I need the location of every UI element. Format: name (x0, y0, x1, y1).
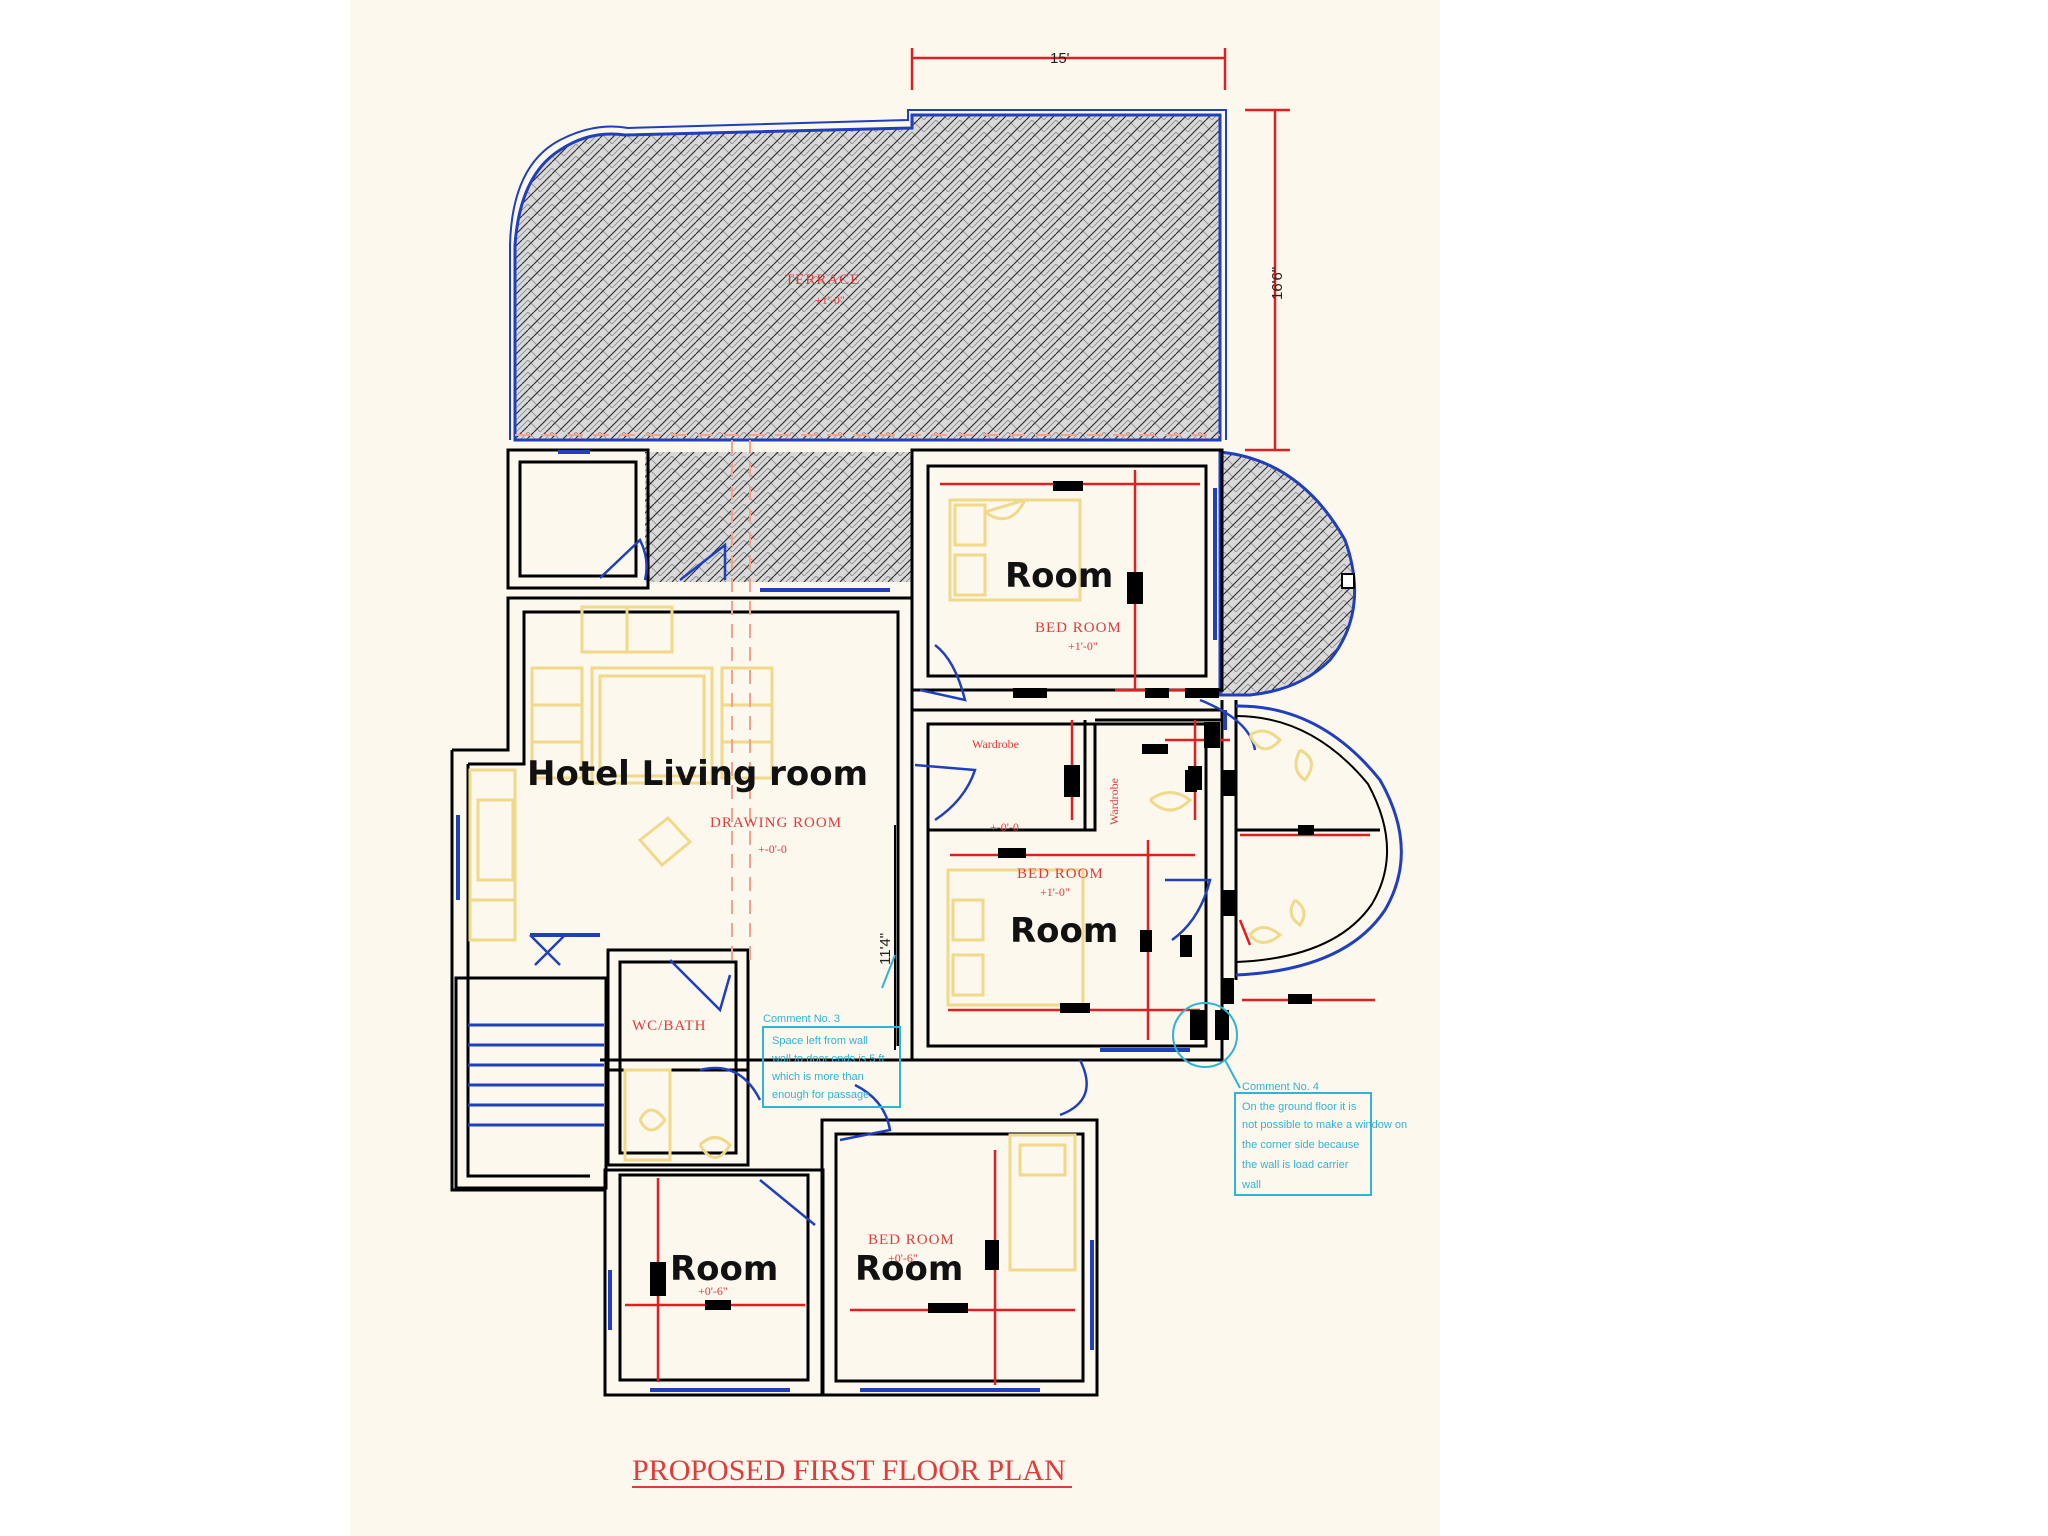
bath-curved-wall (1235, 704, 1403, 977)
living-room-label: Hotel Living room (527, 754, 868, 794)
comment-3-title: Comment No. 3 (763, 1013, 840, 1025)
comment-4-line: wall (1241, 1179, 1261, 1191)
comment-3-line: which is more than (771, 1071, 864, 1083)
drawing-room-name: DRAWING ROOM (710, 815, 842, 831)
bedroom-top-name: BED ROOM (1035, 620, 1122, 636)
wardrobe-label-b: Wardrobe (1107, 778, 1121, 825)
wardrobe-label-a: Wardrobe (972, 737, 1019, 751)
comment-3-line: enough for passage (772, 1089, 869, 1101)
door-swings (529, 537, 1257, 1226)
room-label-top: Room (1005, 556, 1113, 596)
bedroom-top-level: +1'-0" (1068, 639, 1098, 653)
room-label-mid: Room (1010, 911, 1118, 951)
column-markers (650, 481, 1314, 1313)
drawing-room-level: +-0'-0 (758, 842, 787, 856)
terrace-extension (645, 452, 913, 582)
comment-4-line: the corner side because (1242, 1139, 1359, 1151)
comment-4-title: Comment No. 4 (1242, 1081, 1319, 1093)
comment-4-line: not possible to make a window on (1242, 1119, 1407, 1131)
staircase (468, 1023, 604, 1127)
dim-living-depth: 11'4" (877, 933, 894, 965)
terrace-label: TERRACE (785, 272, 860, 288)
comment-4-line: On the ground floor it is (1242, 1101, 1357, 1113)
dim-terrace-depth: 16'6" (1269, 267, 1286, 300)
plan-title: PROPOSED FIRST FLOOR PLAN (632, 1454, 1066, 1487)
terrace-level: +1'-0" (815, 293, 845, 307)
room-label-bottom-right: Room (855, 1249, 963, 1289)
comment-4-line: the wall is load carrier (1242, 1159, 1349, 1171)
bedroom-mid-level: +1'-0" (1040, 885, 1070, 899)
terrace-area (509, 109, 1357, 697)
room-bottom-left-level: +0'-6" (698, 1284, 728, 1298)
comment-3-line: wall to door ends is 5 ft (771, 1053, 885, 1065)
walls (450, 448, 1380, 1397)
bedroom-br-name: BED ROOM (868, 1232, 955, 1248)
comment-3-line: Space left from wall (772, 1035, 868, 1047)
windows (456, 450, 1227, 1392)
comment-markup (762, 954, 1372, 1196)
room-label-bottom-left: Room (670, 1249, 778, 1289)
bedroom-br-level: +0'-6" (888, 1251, 918, 1265)
dim-top-width: 15' (1050, 50, 1070, 67)
bedroom-mid-name: BED ROOM (1017, 866, 1104, 882)
furniture (468, 497, 1313, 1272)
wcbath-label: WC/BATH (632, 1018, 707, 1034)
passage-level: +-0'-0 (990, 820, 1019, 834)
